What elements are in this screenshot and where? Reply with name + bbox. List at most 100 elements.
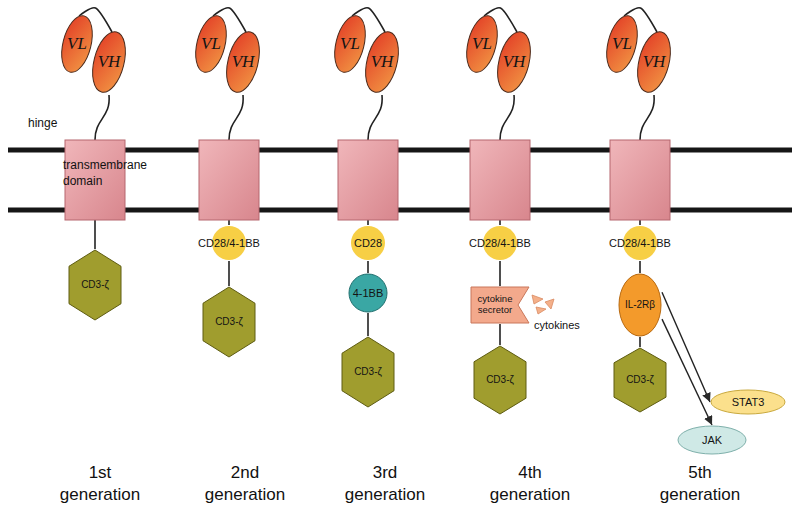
text-holder: CD3-ζ [215, 316, 243, 328]
text-holder: VH [643, 52, 666, 72]
text-holder: VH [371, 52, 394, 72]
costimulatory-domain: CD28/4-1BB [189, 225, 269, 261]
light-chain-domain-outline [190, 12, 231, 75]
text-holder: CD28/4-1BB [469, 237, 531, 250]
cd3-zeta-domain: CD3-ζ [202, 286, 256, 358]
signal-arrow [662, 292, 710, 402]
transmembrane-domain [470, 140, 530, 220]
text-holder: CD3-ζ [354, 366, 382, 378]
il2rb-domain-outline [619, 274, 661, 336]
light-chain-domain: VL [61, 13, 93, 75]
light-chain-domain: VL [195, 13, 227, 75]
text-holder: VH [503, 52, 526, 72]
transmembrane-domain [199, 140, 259, 220]
text-holder: STAT3 [732, 396, 765, 409]
domain-name: CD3-ζ [215, 316, 243, 328]
heavy-chain-domain-outline [360, 28, 404, 95]
heavy-chain-domain: VH [92, 29, 126, 95]
hinge-line [95, 95, 109, 140]
jak-protein-outline [678, 426, 746, 454]
domain-link [228, 261, 230, 286]
text-holder: CD3-ζ [626, 374, 654, 386]
cytokine-secretor-outline [471, 287, 529, 323]
heavy-chain-domain-outline [632, 28, 676, 95]
part-label: hinge [28, 116, 68, 132]
domain-name: VH [232, 52, 255, 72]
stat3-protein-outline [711, 390, 785, 414]
domain-name: CD3-ζ [81, 279, 109, 291]
hinge-line [229, 95, 243, 140]
cd3-zeta-domain: CD3-ζ [341, 336, 395, 408]
costimulatory-domain: 4-1BB [346, 273, 390, 313]
domain-name: CD3-ζ [354, 366, 382, 378]
domain-link [367, 261, 369, 273]
text-holder: VL [340, 34, 360, 54]
generation-label: 1st generation [54, 462, 146, 506]
generation-label: 5th generation [654, 462, 746, 506]
text-holder: cytokine secretor [473, 294, 517, 316]
hinge-line [500, 95, 514, 140]
heavy-chain-domain: VH [365, 29, 399, 95]
heavy-chain-domain-outline [492, 28, 536, 95]
domain-name: CD28 [354, 237, 382, 250]
text-holder: CD28/4-1BB [609, 237, 671, 250]
signal-arrow [662, 319, 712, 425]
domain-name: VH [98, 52, 121, 72]
cytokine-particle [536, 307, 546, 314]
domain-name: IL-2Rβ [625, 299, 655, 311]
domain-name: VL [201, 34, 221, 54]
cytokine-particle [545, 299, 554, 309]
cd3-zeta-domain-outline [203, 287, 255, 357]
domain-name: cytokine secretor [473, 294, 517, 316]
part-label: transmembrane domain [63, 158, 155, 189]
text-holder: CD28 [354, 237, 382, 250]
light-chain-domain: VL [466, 13, 498, 75]
light-chain-domain-outline [329, 12, 370, 75]
domain-link [639, 337, 641, 347]
transmembrane-domain [610, 140, 670, 220]
domain-name: 4-1BB [353, 287, 384, 300]
cd3-zeta-domain: CD3-ζ [473, 345, 527, 415]
text-holder: VL [612, 34, 632, 54]
transmembrane-domain [338, 140, 398, 220]
text-holder: CD3-ζ [486, 374, 514, 386]
cytokine-particle [532, 295, 543, 304]
text-holder: IL-2Rβ [625, 299, 655, 311]
membrane-line [8, 148, 792, 153]
domain-name: CD3-ζ [486, 374, 514, 386]
text-holder: CD3-ζ [81, 279, 109, 291]
text-holder: VL [201, 34, 221, 54]
light-chain-domain-outline [56, 12, 97, 75]
generation-label: 4th generation [484, 462, 576, 506]
il2rb-domain: IL-2Rβ [618, 273, 662, 337]
text-holder: JAK [702, 434, 722, 447]
domain-name: VH [503, 52, 526, 72]
domain-name: VH [371, 52, 394, 72]
hinge-line [368, 95, 382, 140]
costimulatory-domain-outline [349, 274, 387, 312]
tether-line [367, 220, 369, 225]
text-holder: VL [67, 34, 87, 54]
heavy-chain-domain: VH [226, 29, 260, 95]
domain-name: VL [67, 34, 87, 54]
domain-name: JAK [702, 434, 722, 447]
cd3-zeta-domain-outline [614, 348, 666, 412]
cd3-zeta-domain: CD3-ζ [68, 249, 122, 321]
heavy-chain-domain-outline [87, 28, 131, 95]
cd3-zeta-domain-outline [474, 346, 526, 414]
domain-link [499, 324, 501, 345]
light-chain-domain-outline [601, 12, 642, 75]
domain-link [499, 261, 501, 286]
text-holder: CD28/4-1BB [198, 237, 260, 250]
domain-link [367, 313, 369, 336]
tether-line [228, 220, 230, 225]
text-holder: 4-1BB [353, 287, 384, 300]
domain-name: CD28/4-1BB [609, 237, 671, 250]
generation-label: 3rd generation [339, 462, 431, 506]
domain-name: CD28/4-1BB [469, 237, 531, 250]
stat3-protein: STAT3 [710, 389, 786, 415]
generation-label: 2nd generation [199, 462, 291, 506]
tether-line [499, 220, 501, 225]
text-holder: VL [472, 34, 492, 54]
